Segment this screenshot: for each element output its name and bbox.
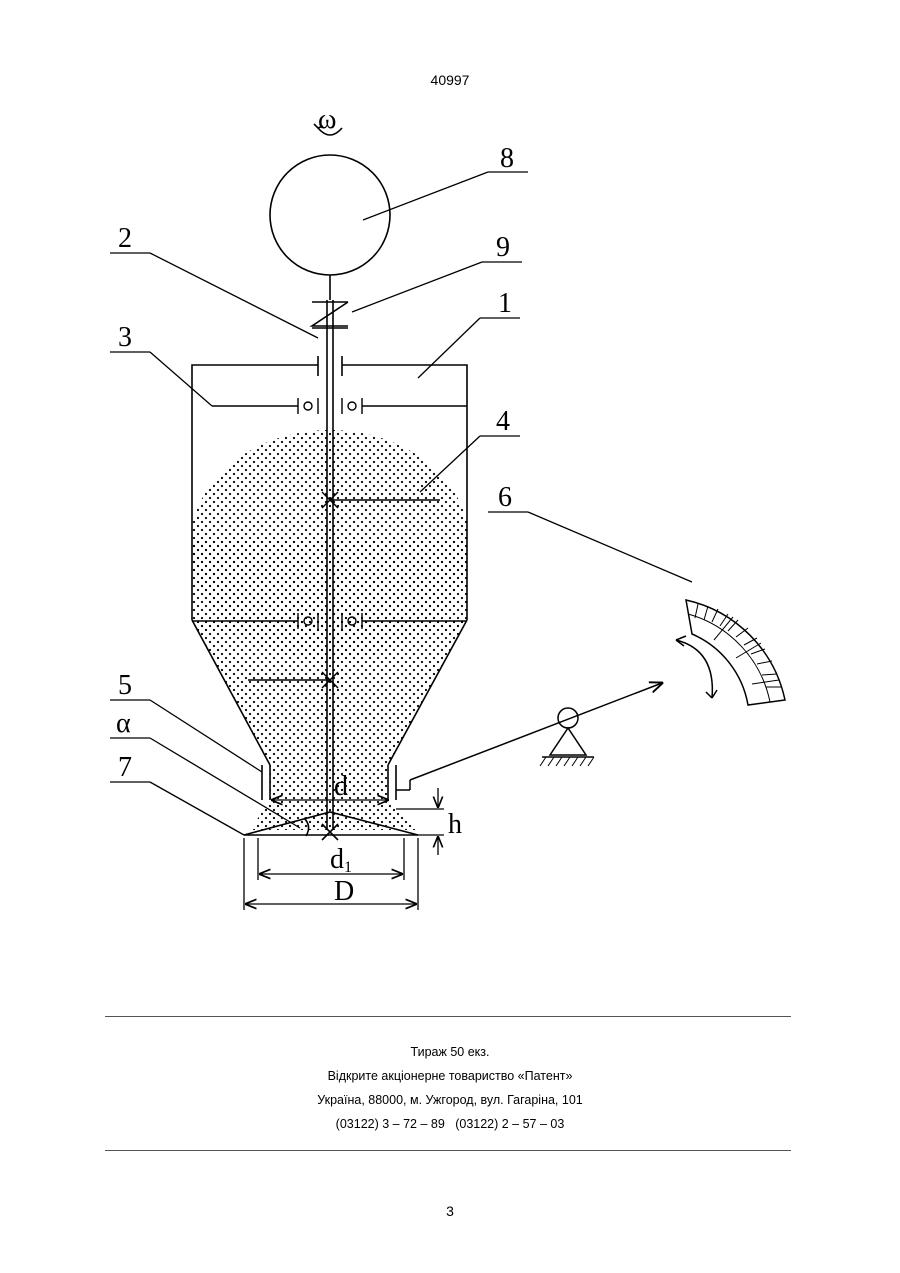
label-d: d bbox=[334, 771, 348, 802]
publisher-name: Відкрите акціонерне товариство «Патент» bbox=[0, 1064, 900, 1088]
motor bbox=[270, 124, 390, 300]
label-6: 6 bbox=[498, 482, 512, 513]
label-omega: ω bbox=[318, 104, 336, 135]
publisher-imprint: Тираж 50 екз. Відкрите акціонерне товари… bbox=[0, 1040, 900, 1136]
label-1: 1 bbox=[498, 288, 512, 319]
drawing-canvas: ω 8 2 9 1 3 4 6 5 α 7 d h d1 D bbox=[0, 0, 900, 960]
lever-mechanism bbox=[396, 683, 662, 790]
granular-material bbox=[190, 430, 470, 765]
label-h: h bbox=[448, 809, 462, 840]
label-4: 4 bbox=[496, 406, 510, 437]
label-alpha: α bbox=[116, 708, 131, 739]
patent-drawing: ω 8 2 9 1 3 4 6 5 α 7 d h d1 D bbox=[0, 0, 900, 960]
label-d1-sub: 1 bbox=[344, 859, 352, 876]
label-D: D bbox=[334, 876, 354, 907]
coupling bbox=[312, 302, 348, 328]
label-2: 2 bbox=[118, 223, 132, 254]
top-divider bbox=[105, 1016, 791, 1017]
publisher-address: Україна, 88000, м. Ужгород, вул. Гагарін… bbox=[0, 1088, 900, 1112]
label-d1-main: d bbox=[330, 844, 344, 875]
label-d1: d1 bbox=[330, 844, 352, 876]
upper-support bbox=[212, 398, 467, 414]
label-3: 3 bbox=[118, 322, 132, 353]
circulation-line: Тираж 50 екз. bbox=[0, 1040, 900, 1064]
publisher-phones: (03122) 3 – 72 – 89 (03122) 2 – 57 – 03 bbox=[0, 1112, 900, 1136]
bottom-divider bbox=[105, 1150, 791, 1151]
page-number: 3 bbox=[0, 1203, 900, 1219]
label-9: 9 bbox=[496, 232, 510, 263]
label-5: 5 bbox=[118, 670, 132, 701]
label-7: 7 bbox=[118, 752, 132, 783]
scale-indicator bbox=[676, 600, 785, 705]
label-8: 8 bbox=[500, 143, 514, 174]
